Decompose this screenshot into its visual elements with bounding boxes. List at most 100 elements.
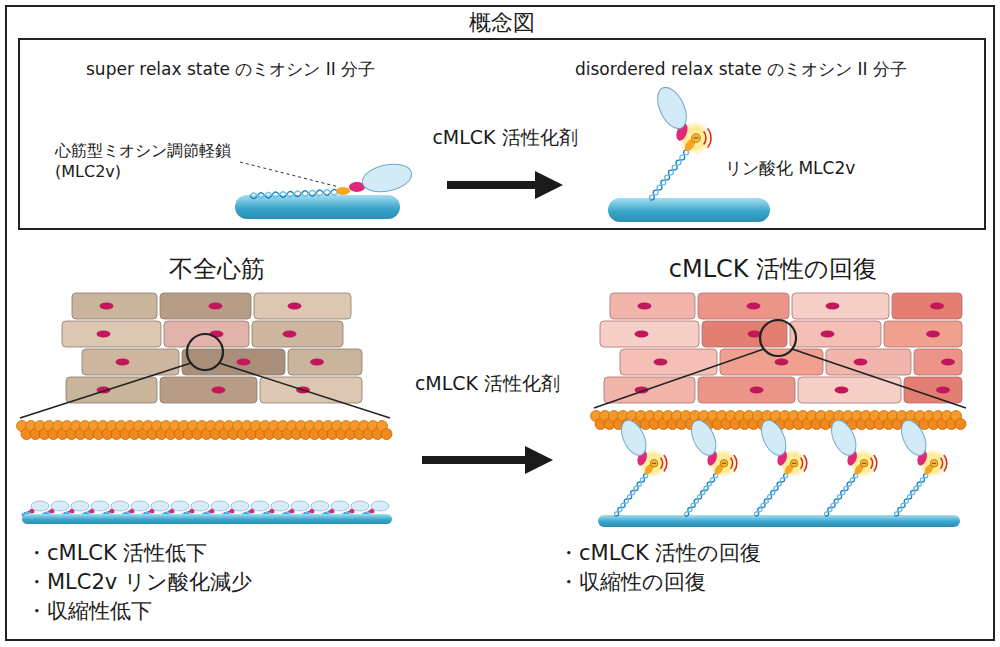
cell-nucleus [288, 303, 302, 310]
callout-label: 心筋型ミオシン調節軽鎖 (MLC2v) [55, 141, 245, 183]
actin-bead [955, 419, 966, 430]
cell-nucleus [854, 359, 868, 366]
activity-arc [941, 458, 943, 469]
myosin-head [51, 501, 69, 511]
cell-nucleus [654, 359, 668, 366]
phosphate-minus [722, 463, 726, 464]
myosin-head [31, 501, 49, 511]
coiled-coil [825, 474, 857, 517]
panel-heading: disordered relax state のミオシン II 分子 [575, 58, 907, 80]
activity-arc [661, 458, 663, 469]
cardiomyocyte [914, 349, 962, 375]
cardiomyocyte [288, 349, 362, 375]
cardiomyocyte [62, 321, 161, 347]
myosin-head [351, 501, 369, 511]
cardiomyocyte [884, 321, 962, 347]
cell-nucleus [750, 387, 764, 394]
myosin-head [827, 417, 861, 460]
panel-heading: 不全心筋 [14, 254, 420, 285]
myosin-head [360, 160, 414, 196]
activity-arc [871, 458, 873, 469]
myosin-head [111, 501, 129, 511]
activity-arc [731, 458, 733, 469]
cardiomyocyte [792, 293, 889, 319]
myosin-head [291, 501, 309, 511]
cell-nucleus [212, 387, 226, 394]
zoom-line [20, 363, 191, 418]
zoom-line [792, 349, 966, 408]
myosin-head [231, 501, 249, 511]
cell-nucleus [821, 331, 835, 338]
regulatory-light-chain [336, 187, 350, 195]
cell-nucleus [638, 303, 652, 310]
myosin-head [331, 501, 349, 511]
cardiomyocyte [600, 321, 699, 347]
cell-nucleus [116, 359, 130, 366]
phosphate-minus [694, 138, 699, 139]
phosphate-minus [792, 463, 796, 464]
coiled-coil [650, 150, 689, 200]
activity-arc [664, 455, 667, 471]
bullet-text: ・収縮性低下 [26, 598, 152, 625]
myosin-head [211, 501, 229, 511]
zoom-line [594, 349, 764, 408]
cell-nucleus [310, 359, 324, 366]
activity-arc [704, 132, 706, 145]
myosin-head [151, 501, 169, 511]
coiled-coil [685, 474, 718, 517]
thick-filament [22, 514, 392, 524]
cell-nucleus [936, 387, 950, 394]
cardiomyocyte [254, 293, 351, 319]
cell-nucleus [209, 303, 223, 310]
coiled-coil [755, 474, 788, 517]
myosin-head [687, 417, 721, 460]
cell-nucleus [635, 331, 649, 338]
bullet-text: ・cMLCK 活性低下 [26, 540, 207, 567]
figure-art [6, 6, 994, 640]
myosin-head [171, 501, 189, 511]
myosin-head [271, 501, 289, 511]
cardiomyocyte [698, 293, 789, 319]
cell-nucleus [283, 331, 297, 338]
phosphate-symbol [790, 459, 798, 467]
cardiomyocyte [160, 293, 251, 319]
phosphate-symbol [720, 459, 728, 467]
zoom-line [219, 363, 390, 418]
cell-nucleus [97, 331, 111, 338]
cardiomyocyte [252, 321, 343, 347]
arrow-connector [447, 181, 537, 189]
coiled-coil [825, 474, 858, 517]
coiled-coil [755, 474, 787, 517]
myosin-head [311, 501, 329, 511]
cardiomyocyte [182, 349, 285, 375]
myosin-head [131, 501, 149, 511]
myosin-head [71, 501, 89, 511]
phosphate-symbol [930, 459, 938, 467]
cardiomyocyte [698, 377, 795, 403]
thick-filament [608, 198, 770, 222]
phosphate-minus [862, 463, 866, 464]
edge-label: cMLCK 活性化剤 [432, 125, 577, 150]
phosphate-symbol [692, 134, 701, 143]
coiled-coil [615, 474, 647, 517]
coiled-coil [895, 474, 927, 517]
cell-nucleus [941, 359, 955, 366]
panel-heading: cMLCK 活性の回復 [555, 254, 991, 285]
bullet-text: ・cMLCK 活性の回復 [558, 540, 761, 567]
cell-nucleus [210, 331, 224, 338]
cardiomyocyte [702, 321, 787, 347]
myosin-head [91, 501, 109, 511]
activity-arc [944, 455, 947, 471]
cardiomyocyte [892, 293, 962, 319]
cardiomyocyte [160, 377, 257, 403]
magnifier-circle [760, 320, 796, 356]
cell-nucleus [835, 387, 849, 394]
myosin-head [897, 417, 931, 460]
activity-arc [801, 458, 803, 469]
phosphate-minus [932, 463, 936, 464]
cell-nucleus [930, 303, 944, 310]
cardiomyocyte [826, 349, 911, 375]
phosphate-minus [652, 463, 656, 464]
